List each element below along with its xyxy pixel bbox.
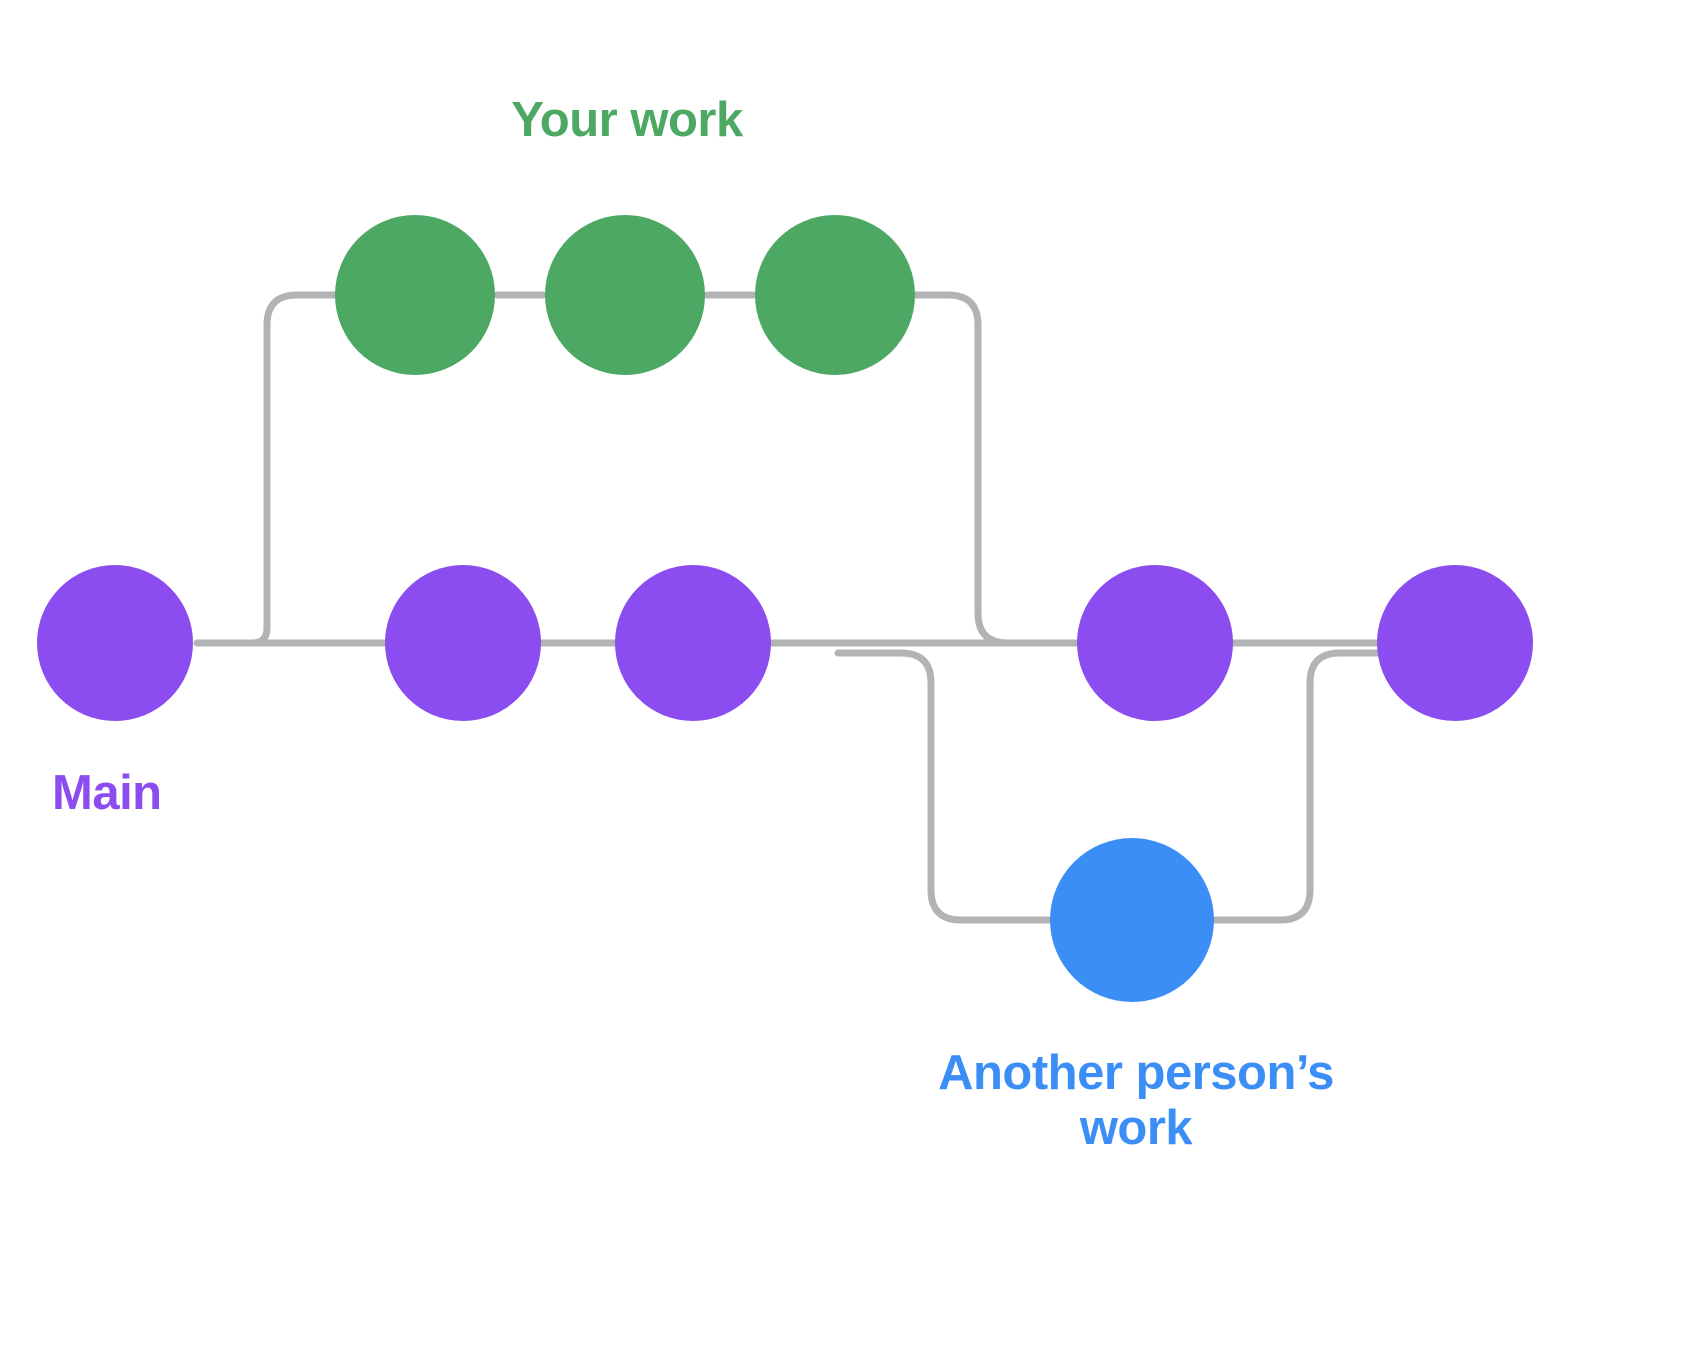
- branch-label-another-person-work: Another person’s work: [938, 1046, 1334, 1155]
- commit-node-main-5[interactable]: [1377, 565, 1533, 721]
- commit-node-work-1[interactable]: [335, 215, 495, 375]
- commit-node-work-2[interactable]: [545, 215, 705, 375]
- commit-node-other-1[interactable]: [1050, 838, 1214, 1002]
- commit-node-main-4[interactable]: [1077, 565, 1233, 721]
- commit-node-main-3[interactable]: [615, 565, 771, 721]
- commit-nodes-group: [37, 215, 1533, 1002]
- commit-node-work-3[interactable]: [755, 215, 915, 375]
- commit-node-main-2[interactable]: [385, 565, 541, 721]
- connector-lines-group: [193, 291, 1384, 924]
- commit-node-main-1[interactable]: [37, 565, 193, 721]
- branch-label-main: Main: [52, 766, 162, 820]
- edge-branch-out-up: [228, 291, 339, 647]
- edge-merge-in-down: [911, 291, 1081, 647]
- branch-label-your-work: Your work: [511, 93, 743, 147]
- edge-merge-in-up: [1210, 649, 1384, 924]
- edge-fork-out-down: [834, 649, 1056, 924]
